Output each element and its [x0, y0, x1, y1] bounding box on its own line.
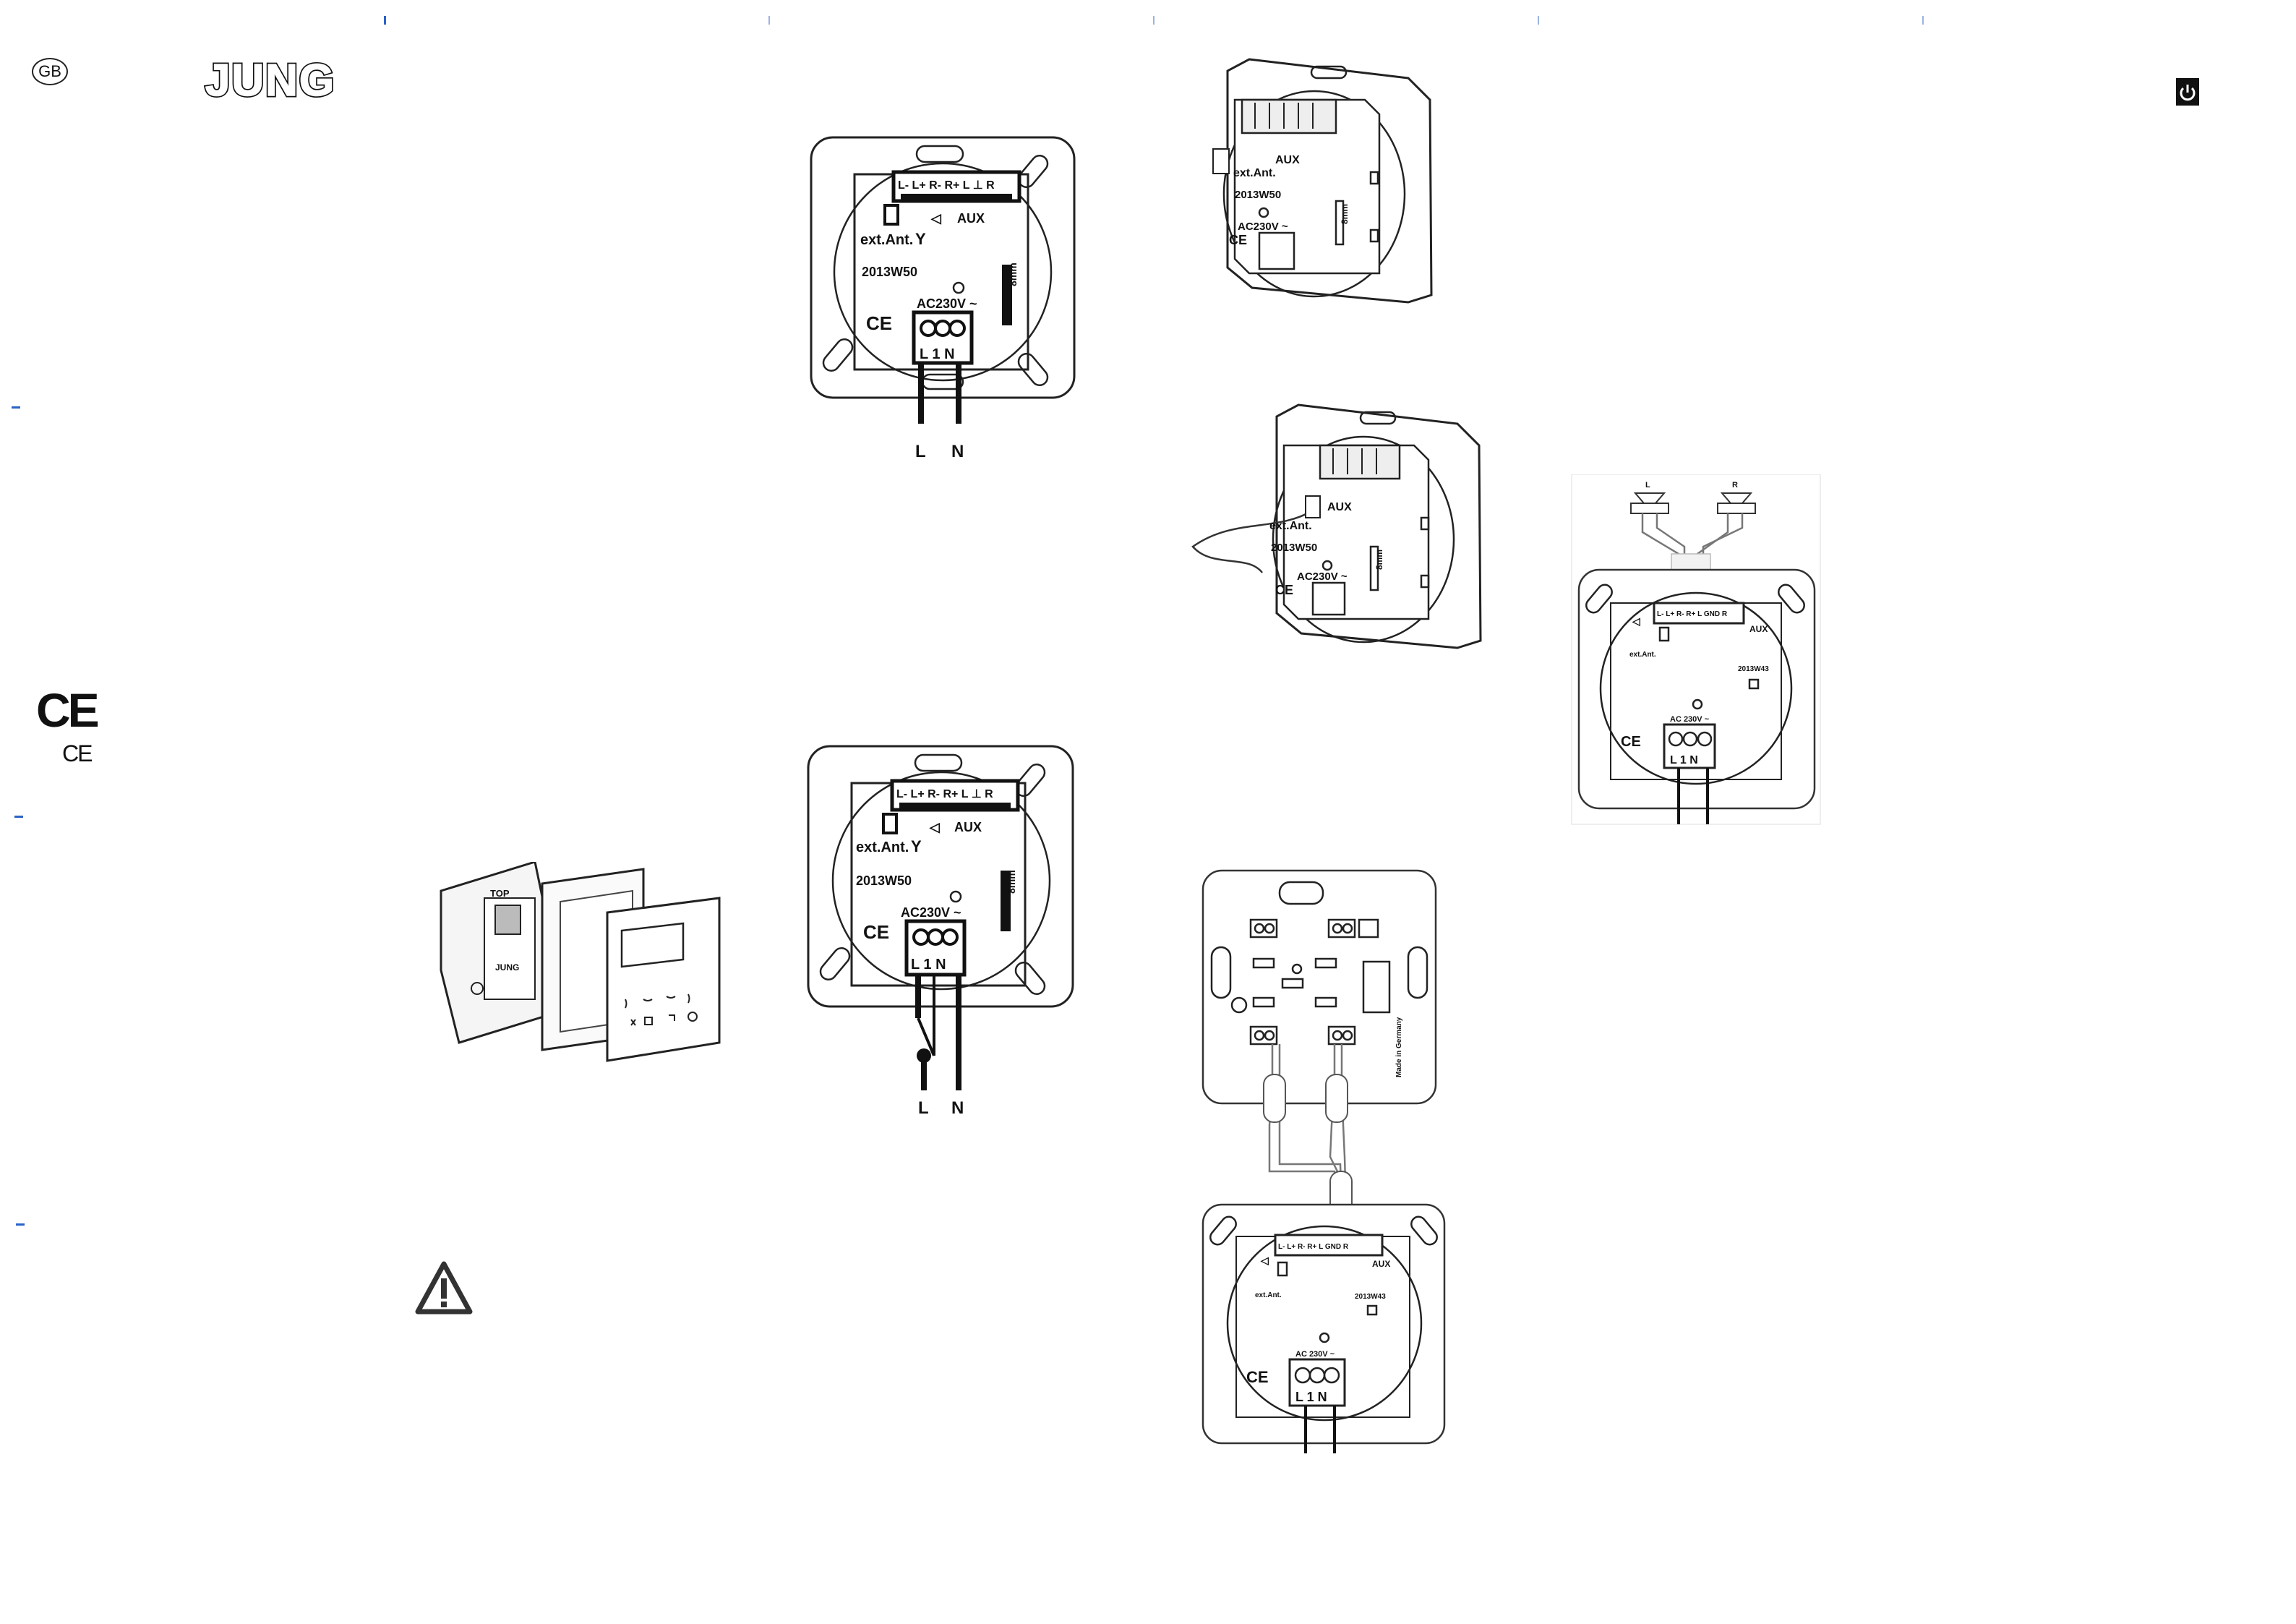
ext-ant-label: ext.Ant. — [1233, 167, 1276, 179]
voltage-label: AC230V ~ — [1238, 221, 1288, 233]
voltage-label: AC 230V ~ — [1670, 715, 1710, 724]
top-terminal-labels: L- L+ R- R+ L ⊥ R — [896, 788, 993, 800]
model-number: 2013W43 — [1738, 665, 1769, 673]
warning-icon — [415, 1261, 473, 1318]
voltage-label: AC230V ~ — [901, 905, 961, 920]
top-terminal-labels: L- L+ R- R+ L ⊥ R — [898, 179, 995, 192]
ce-label: CE — [1621, 734, 1641, 750]
line-l-label: L — [915, 442, 926, 461]
svg-text:◁: ◁ — [1632, 615, 1640, 627]
power-icon — [2176, 78, 2199, 106]
ext-ant-label: ext.Ant. — [1255, 1291, 1282, 1299]
wiring-diagram-direct: L- L+ R- R+ L ⊥ R ◁ AUX ext.Ant. Y 2013W… — [808, 134, 1077, 478]
svg-text:◁: ◁ — [1260, 1255, 1269, 1266]
voltage-label: AC230V ~ — [1297, 570, 1348, 583]
country-badge: GB — [32, 58, 68, 85]
aux-label: AUX — [1275, 154, 1300, 166]
ce-label: CE — [1246, 1368, 1269, 1386]
bottom-terminal-labels: L 1 N — [920, 346, 955, 362]
ext-ant-label: ext.Ant. — [860, 232, 913, 248]
amplifier-wiring-diagram: Made in Germany L- L+ R- R+ L GND R AUX … — [1200, 868, 1450, 1458]
product-illustration: TOP JUNG — [427, 860, 730, 1068]
aux-label: AUX — [1372, 1259, 1390, 1269]
antenna-icon: Y — [911, 837, 922, 855]
antenna-diagram-connected: ext.Ant. AUX 2013W50 AC230V ~ CE 8mm — [1190, 402, 1488, 659]
brand-text: JUNG — [205, 59, 335, 101]
strip-length: 8mm — [1374, 550, 1384, 570]
ce-mark-large: CE — [36, 683, 100, 737]
top-terminal-labels: L- L+ R- R+ L GND R — [1657, 610, 1728, 618]
bottom-terminal-labels: L 1 N — [911, 957, 946, 973]
voltage-label: AC230V ~ — [917, 296, 977, 311]
ce-label: CE — [1229, 233, 1247, 247]
ce-label: CE — [866, 312, 892, 334]
line-n-label: N — [951, 1098, 964, 1118]
ce-mark-small: CE — [62, 740, 93, 766]
aux-label: AUX — [957, 211, 985, 226]
speaker-left-label: L — [1645, 481, 1650, 490]
speaker-wiring-diagram: L R L- L+ R- R+ L GND R AUX ◁ ext.Ant. 2… — [1570, 474, 1822, 829]
svg-text:◁: ◁ — [929, 820, 941, 834]
bottom-terminal-labels: L 1 N — [1295, 1390, 1327, 1404]
model-number: 2013W50 — [1235, 189, 1281, 201]
brand-text-inner: JUNG — [205, 59, 335, 101]
model-number: 2013W50 — [856, 873, 912, 888]
strip-length: 8mm — [1007, 262, 1019, 286]
top-mark: TOP — [490, 888, 510, 899]
aux-label: AUX — [954, 820, 982, 834]
ce-label: CE — [1275, 583, 1293, 597]
model-number: 2013W50 — [862, 265, 917, 279]
country-code: GB — [38, 62, 61, 80]
speaker-right-label: R — [1732, 481, 1738, 490]
strip-length: 8mm — [1340, 204, 1350, 224]
antenna-icon: Y — [915, 230, 926, 248]
voltage-label: AC 230V ~ — [1295, 1350, 1335, 1359]
ext-ant-label: ext.Ant. — [1269, 520, 1312, 532]
line-n-label: N — [951, 442, 964, 461]
svg-text:◁: ◁ — [930, 211, 942, 226]
aux-label: AUX — [1327, 501, 1352, 513]
line-l-label: L — [918, 1098, 929, 1118]
wiring-diagram-switched: L- L+ R- R+ L ⊥ R ◁ AUX ext.Ant. Y 2013W… — [805, 743, 1077, 1137]
model-number: 2013W43 — [1355, 1293, 1386, 1301]
ext-ant-label: ext.Ant. — [856, 839, 909, 855]
model-number: 2013W50 — [1271, 542, 1317, 554]
insert-brand: JUNG — [495, 962, 519, 973]
ce-label: CE — [863, 921, 889, 943]
made-in-label: Made in Germany — [1395, 1017, 1403, 1077]
bottom-terminal-labels: L 1 N — [1670, 754, 1698, 766]
top-terminal-labels: L- L+ R- R+ L GND R — [1278, 1243, 1349, 1251]
strip-length: 8mm — [1006, 870, 1017, 894]
ext-ant-label: ext.Ant. — [1629, 651, 1656, 659]
brand-logo: JUNG JUNG — [195, 54, 346, 108]
aux-label: AUX — [1749, 624, 1768, 634]
antenna-diagram-unconnected: ext.Ant. AUX 2013W50 AC230V ~ CE 8mm — [1191, 56, 1434, 313]
